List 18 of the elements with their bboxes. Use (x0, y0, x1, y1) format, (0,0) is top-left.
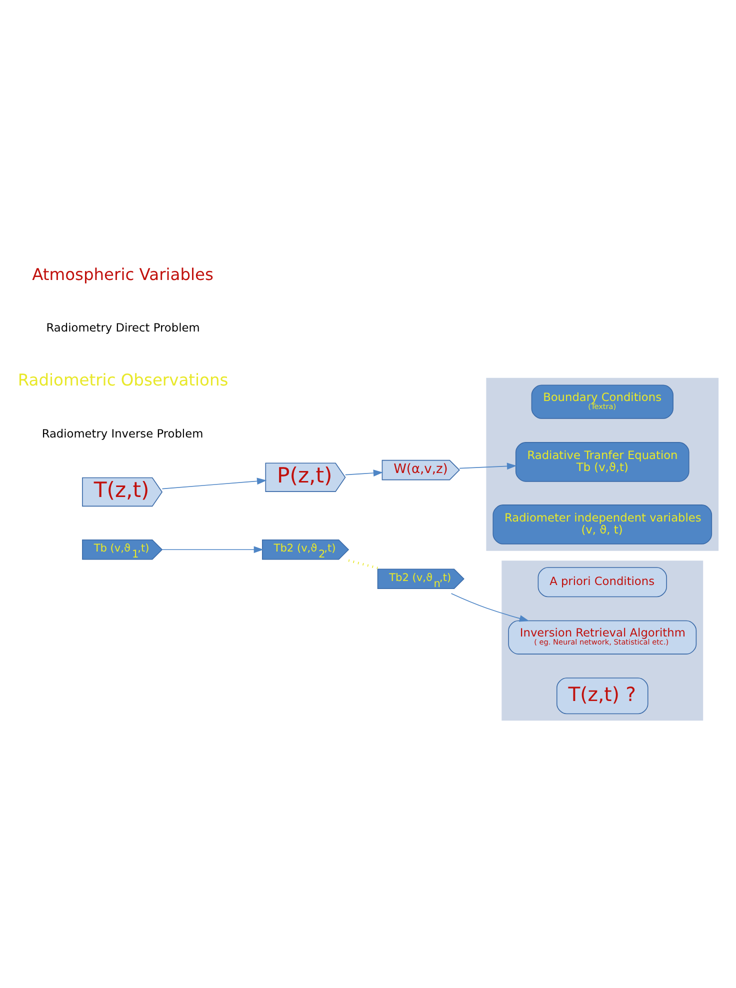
label: Radiometry Inverse Problem (42, 426, 204, 440)
cluster (486, 378, 719, 551)
arrow (162, 478, 267, 490)
connector (348, 559, 378, 570)
label: Radiometric Observations (18, 370, 228, 390)
arrow (450, 593, 530, 622)
node-box: T(z,t) ? (556, 678, 648, 714)
node-box: A priori Conditions (538, 567, 667, 598)
label: Radiometry Direct Problem (46, 320, 200, 335)
label: Atmospheric Variables (32, 264, 214, 284)
arrow (162, 546, 264, 554)
node-box: Inversion Retrieval Algorithm ( eg. Neural network, Statistical etc.) (508, 620, 697, 654)
node-box: Radiative Tranfer Equation Tb (v,ϑ,t) (515, 442, 690, 482)
node-box: Radiometer independent variables (v, ϑ, t) (492, 504, 712, 544)
cluster (502, 560, 704, 721)
arrow (459, 462, 517, 470)
node-box: Boundary Conditions (Textra) (531, 384, 674, 419)
arrow (345, 470, 384, 476)
